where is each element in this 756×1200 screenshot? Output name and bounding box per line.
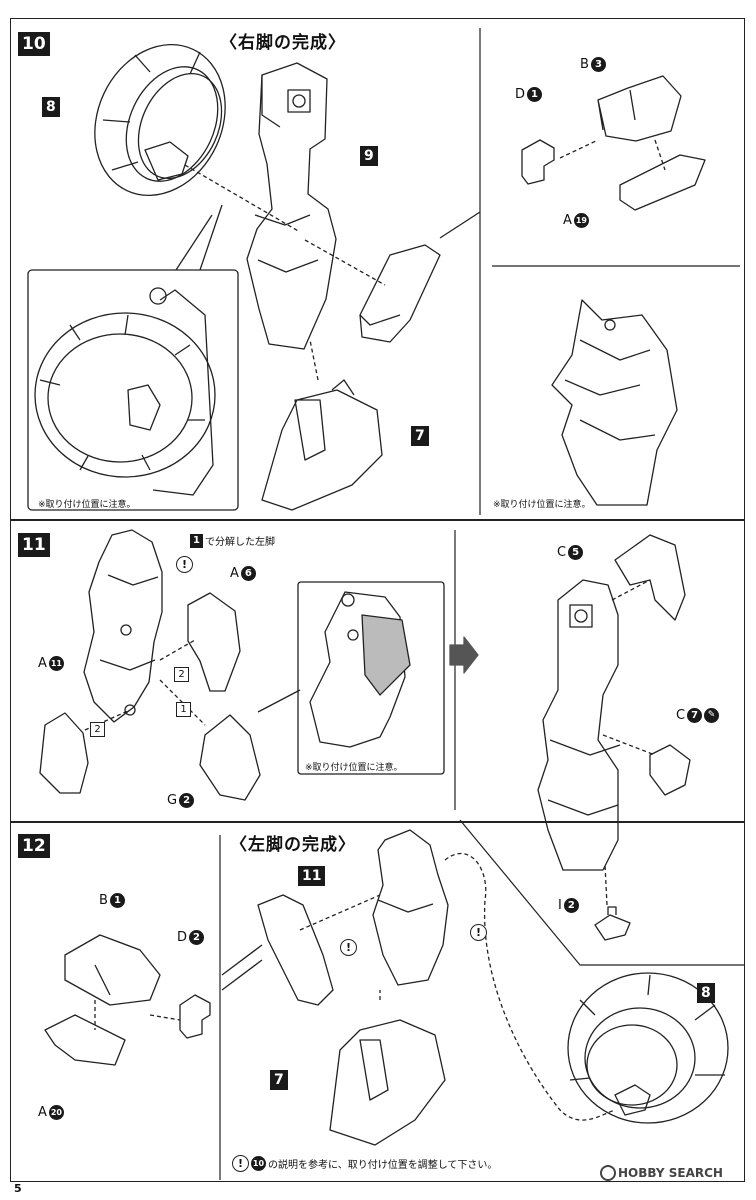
part-I2 [594, 906, 631, 941]
part-number: 11 [48, 656, 64, 671]
runner-letter: C [676, 708, 686, 723]
part-label-B1: B 1 [99, 893, 125, 908]
part-number: 5 [568, 545, 584, 560]
ref-step-text: で分解した左脚 [204, 537, 275, 548]
runner-letter: A [563, 213, 572, 228]
part-A11 [39, 712, 89, 794]
step10-callout-ring: 8 [42, 97, 60, 117]
part-label-A19: A 19 [563, 213, 589, 228]
runner-letter: A [230, 566, 239, 581]
part-label-A20: A 20 [38, 1105, 64, 1120]
sub-label-2-upper: 2 [174, 662, 189, 682]
leg-part-step12 [372, 829, 449, 986]
sub-label-1: 1 [176, 697, 191, 717]
step11-note: ※取り付け位置に注意。 [305, 763, 403, 773]
part-D1 [521, 139, 555, 185]
step10-note-left: ※取り付け位置に注意。 [38, 500, 136, 510]
part-C5 [614, 534, 686, 621]
runner-letter: C [557, 545, 567, 560]
part-C7 [649, 744, 691, 796]
step10-frame [10, 18, 745, 520]
part-number: 3 [590, 57, 606, 72]
armor-plate-step10 [359, 244, 441, 343]
part-G2 [199, 714, 261, 801]
part-label-I2: I 2 [558, 898, 579, 913]
part-B3 [597, 75, 682, 142]
part-number: 1 [109, 893, 125, 908]
inset-detail-step11 [309, 591, 411, 748]
step11-frame [10, 520, 745, 822]
watermark: HOBBY SEARCH [600, 1165, 723, 1181]
step10-callout-foot: 7 [411, 426, 429, 446]
step11-number: 11 [18, 533, 50, 557]
part-number: 6 [240, 566, 256, 581]
part-A20 [44, 1014, 126, 1066]
sub-label-2-lower: 2 [90, 717, 105, 737]
ring-part-step12 [567, 972, 729, 1124]
part-A6 [187, 592, 241, 692]
part-number: 1 [527, 87, 543, 102]
watermark-text: HOBBY SEARCH [618, 1166, 723, 1180]
part-number: 19 [573, 213, 589, 228]
runner-letter: B [99, 893, 108, 908]
warning-icon: ! [232, 1155, 249, 1172]
watermark-logo-icon [600, 1165, 616, 1181]
part-label-D2: D 2 [177, 930, 205, 945]
part-label-C5: C 5 [557, 545, 584, 560]
warning-icon: ! [340, 936, 357, 956]
tool-icon: ✎ [704, 708, 720, 723]
foot-part-step12 [329, 1019, 446, 1146]
step12-number: 12 [18, 834, 50, 858]
part-label-G2: G 2 [167, 793, 195, 808]
step11-reference: 1 で分解した左脚 [190, 533, 275, 548]
page-number: 5 [14, 1182, 22, 1195]
inset-box-step11 [297, 581, 445, 775]
runner-letter: I [558, 898, 562, 913]
step12-bottom-note: ! 10 の説明を参考に、取り付け位置を調整して下さい。 [232, 1155, 497, 1172]
leg-part-9 [246, 62, 337, 350]
part-number: 7 [687, 708, 703, 723]
assembled-leg-step10 [551, 299, 678, 506]
runner-letter: B [580, 57, 589, 72]
part-label-B3: B 3 [580, 57, 606, 72]
step12-callout-ring: 8 [697, 983, 715, 1003]
part-label-D1: D 1 [515, 87, 543, 102]
part-number: 2 [189, 930, 205, 945]
inset-box-step10 [27, 269, 239, 511]
foot-part-step10 [261, 379, 383, 511]
step10-number: 10 [18, 32, 50, 56]
part-A19 [619, 154, 706, 211]
step12-title: 〈左脚の完成〉 [230, 835, 356, 855]
part-label-C7: C 7 ✎ [676, 708, 720, 723]
ref-step-badge: 1 [190, 533, 203, 548]
part-label-A6: A 6 [230, 566, 256, 581]
armor-plate-step12 [257, 894, 334, 1006]
part-B1 [64, 934, 161, 1006]
part-D2 [179, 994, 211, 1039]
part-number: 20 [48, 1105, 64, 1120]
warning-icon: ! [176, 553, 193, 573]
part-number: 2 [179, 793, 195, 808]
ref-step-circle: 10 [251, 1156, 266, 1171]
runner-letter: A [38, 1105, 47, 1120]
runner-letter: A [38, 656, 47, 671]
step10-title: 〈右脚の完成〉 [220, 33, 346, 53]
warning-icon: ! [470, 921, 487, 941]
leg-part-step11 [83, 529, 163, 723]
inset-ring-detail [34, 287, 216, 496]
step10-callout-leg: 9 [360, 146, 378, 166]
next-arrow [449, 636, 479, 674]
bottom-note-text: の説明を参考に、取り付け位置を調整して下さい。 [268, 1160, 498, 1171]
assembled-leg-step11 [537, 579, 621, 871]
step10-note-right: ※取り付け位置に注意。 [493, 500, 591, 510]
step12-callout-foot: 7 [270, 1070, 288, 1090]
part-label-A11: A 11 [38, 656, 64, 671]
runner-letter: D [177, 930, 188, 945]
part-number: 2 [563, 898, 579, 913]
step12-callout-leg: 11 [298, 866, 326, 886]
step12-frame [10, 822, 745, 1182]
runner-letter: D [515, 87, 526, 102]
runner-letter: G [167, 793, 178, 808]
